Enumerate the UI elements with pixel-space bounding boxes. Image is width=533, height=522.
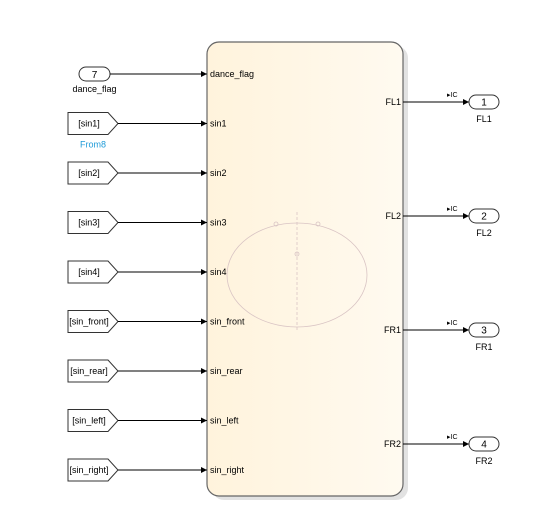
from-block-tag: [sin_front] <box>69 317 109 327</box>
signal-marker: ▸IC <box>447 320 458 327</box>
from-block[interactable]: [sin4] <box>67 260 207 284</box>
outport-shape <box>468 208 500 224</box>
subsystem-mask-icon <box>226 212 368 330</box>
inport-name: dance_flag <box>72 84 116 94</box>
subsystem-output-port-label: FL2 <box>385 211 401 221</box>
outport-number: 1 <box>481 98 487 109</box>
from-block-tag: [sin_rear] <box>70 366 108 376</box>
from-block-shape <box>67 161 119 185</box>
subsystem-input-port-label: sin2 <box>210 168 227 178</box>
from-block[interactable]: [sin2] <box>67 161 207 185</box>
from-block-tag: [sin4] <box>78 267 100 277</box>
from-block-shape <box>67 458 119 482</box>
from-block-shape <box>67 260 119 284</box>
from-block[interactable]: [sin_left] <box>67 409 207 432</box>
subsystem-input-port-label: sin_rear <box>210 366 243 376</box>
subsystem-block[interactable] <box>206 41 408 500</box>
from-block-name: From8 <box>80 140 106 150</box>
from-block-shape <box>67 112 119 135</box>
outport-name: FR1 <box>475 342 492 352</box>
from-block[interactable]: [sin_rear] <box>67 359 207 383</box>
inport-block[interactable]: 7 dance_flag <box>72 66 207 94</box>
outport-number: 2 <box>481 212 487 223</box>
subsystem-input-port-label: sin_right <box>210 465 245 475</box>
from-block[interactable]: [sin_right] <box>67 458 207 482</box>
from-block-shape <box>67 211 119 234</box>
signal-marker: ▸IC <box>447 434 458 441</box>
subsystem-body[interactable] <box>206 41 404 497</box>
subsystem-output-port-label: FL1 <box>385 97 401 107</box>
subsystem-input-port-label: sin1 <box>210 119 227 129</box>
outport-shape <box>468 94 500 110</box>
outport-number: 4 <box>481 440 487 451</box>
subsystem-output-port-label: FR1 <box>384 325 401 335</box>
from-block-shape <box>67 359 119 383</box>
inport-number: 7 <box>92 70 98 81</box>
subsystem-output-port-label: FR2 <box>384 439 401 449</box>
subsystem-input-port-label: sin4 <box>210 267 227 277</box>
outport-number: 3 <box>481 326 487 337</box>
subsystem-input-port-label: dance_flag <box>210 69 254 79</box>
signal-marker: ▸IC <box>447 206 458 213</box>
from-block-tag: [sin1] <box>78 119 100 129</box>
outport-shape <box>468 322 500 338</box>
from-block-shape <box>67 310 119 333</box>
from-block[interactable]: [sin1] From8 <box>67 112 207 150</box>
from-block-tag: [sin_right] <box>69 465 108 475</box>
subsystem-input-port-label: sin_front <box>210 317 245 327</box>
outport-name: FL2 <box>476 228 492 238</box>
subsystem-input-port-label: sin_left <box>210 416 239 426</box>
outport-shape <box>468 436 500 452</box>
from-block[interactable]: [sin3] <box>67 211 207 234</box>
from-block-shape <box>67 409 119 432</box>
subsystem-input-ports: dance_flag sin1 sin2 sin3 sin4 sin_front sin_r… <box>210 69 254 475</box>
signal-marker: ▸IC <box>447 92 458 99</box>
subsystem-input-port-label: sin3 <box>210 218 227 228</box>
from-block-tag: [sin2] <box>78 168 100 178</box>
outport-name: FL1 <box>476 114 492 124</box>
from-blocks: [sin1] From8 [sin2] [sin3] [sin4] [sin_front]… <box>67 112 207 482</box>
from-block-tag: [sin_left] <box>72 416 106 426</box>
from-block[interactable]: [sin_front] <box>67 310 207 333</box>
from-block-tag: [sin3] <box>78 218 100 228</box>
outport-name: FR2 <box>475 456 492 466</box>
